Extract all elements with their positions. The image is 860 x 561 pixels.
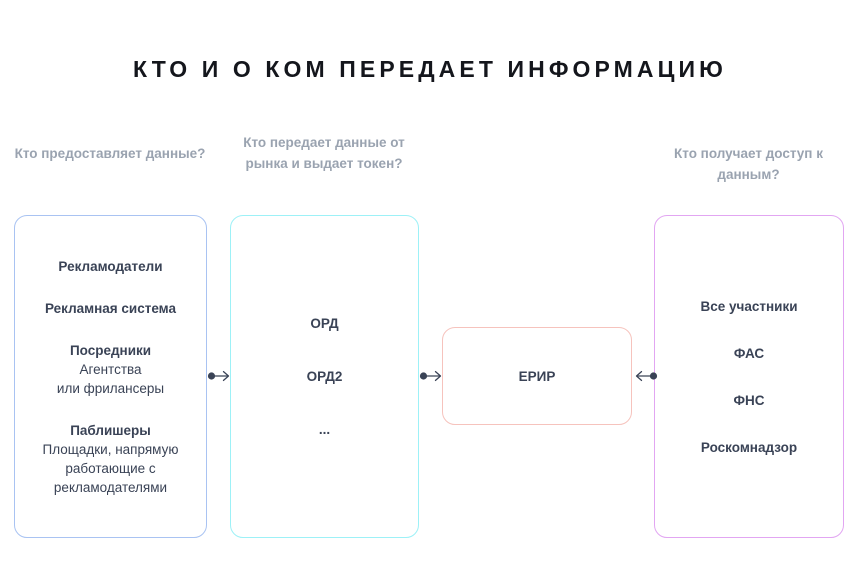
entry-title: Посредники <box>69 342 152 358</box>
column-header-ord: Кто передает данные от рынка и выдает то… <box>243 135 405 171</box>
box-providers: Рекламодатели Рекламная система Посредни… <box>14 215 207 538</box>
list-item: ОРД2 <box>231 367 418 386</box>
entry-title: ФАС <box>733 345 765 361</box>
page-title: КТО И О КОМ ПЕРЕДАЕТ ИНФОРМАЦИЮ <box>133 56 727 82</box>
arrow-right-icon <box>419 369 445 383</box>
entry-title: Рекламная система <box>44 300 177 316</box>
list-item: ФАС <box>655 344 843 363</box>
entry-title: ... <box>318 422 331 437</box>
entry-title: ОРД <box>310 316 339 331</box>
box-ord: ОРД ОРД2 ... <box>230 215 419 538</box>
box-erir: ЕРИР <box>442 327 632 425</box>
entry-title: ОРД2 <box>306 369 343 384</box>
arrow-left-icon <box>632 369 658 383</box>
entry-title: Рекламодатели <box>58 258 163 274</box>
list-item: Посредники Агентства или фрилансеры <box>15 341 206 398</box>
list-item: Рекламная система <box>15 299 206 318</box>
entry-title: ЕРИР <box>518 368 556 384</box>
list-item: Роскомнадзор <box>655 438 843 457</box>
list-item: Паблишеры Площадки, напрямую работающие … <box>15 421 206 497</box>
column-header-providers: Кто предоставляет данные? <box>14 146 206 161</box>
entry-description: Площадки, напрямую работающие с рекламод… <box>42 441 179 495</box>
box-recipients: Все участники ФАС ФНС Роскомнадзор <box>654 215 844 538</box>
entry-description: Агентства или фрилансеры <box>56 361 165 396</box>
entry-title: ФНС <box>733 392 765 408</box>
list-item: Все участники <box>655 297 843 316</box>
column-header-recipients: Кто получает доступ к данным? <box>674 146 823 182</box>
entry-title: Роскомнадзор <box>700 439 798 455</box>
list-item: ФНС <box>655 391 843 410</box>
arrow-right-icon <box>207 369 233 383</box>
list-item: ЕРИР <box>443 367 631 386</box>
list-item: ... <box>231 420 418 439</box>
list-item: Рекламодатели <box>15 257 206 276</box>
list-item: ОРД <box>231 314 418 333</box>
entry-title: Паблишеры <box>70 422 151 438</box>
entry-title: Все участники <box>700 298 798 314</box>
